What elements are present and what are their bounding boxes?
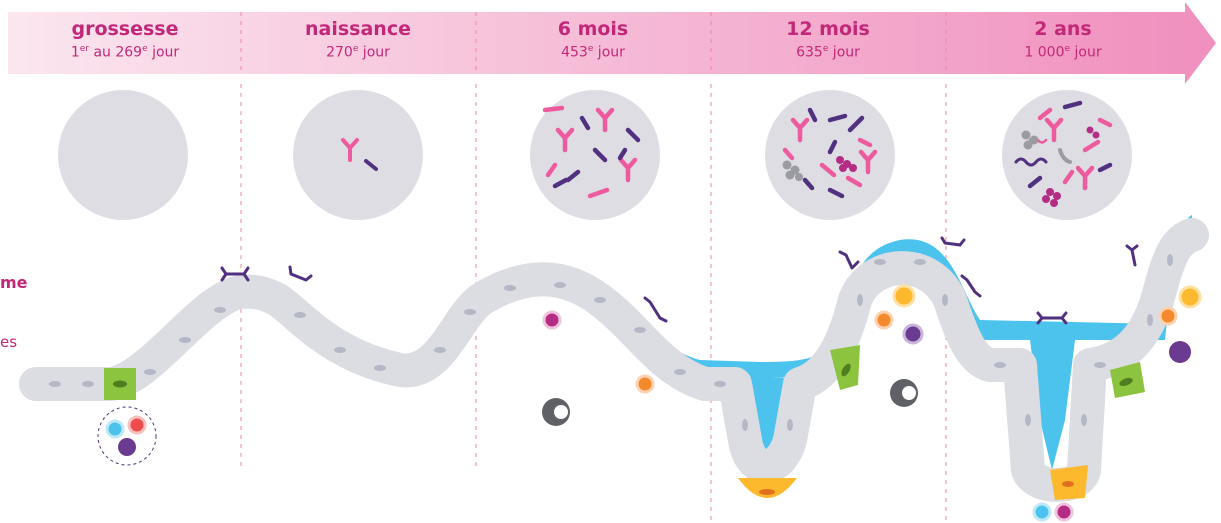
immune-cell-icon (107, 421, 123, 437)
stage-separators (241, 12, 946, 520)
stage-day: 453e jour (476, 40, 710, 62)
immune-cell-icon (1034, 504, 1050, 520)
stage-grossesse: grossesse 1er au 269e jour (8, 18, 242, 62)
stage-title: 12 mois (711, 18, 945, 40)
stage-day: 1 000e jour (946, 40, 1180, 62)
immune-cell-icon (544, 312, 560, 328)
immune-cell-icon (1056, 504, 1072, 520)
side-text-fragment-2: es (0, 333, 17, 351)
paneth-cell (738, 478, 797, 498)
stage-title: grossesse (8, 18, 242, 40)
dendritic-cell-icon (118, 438, 136, 456)
stage-naissance: naissance 270e jour (241, 18, 475, 62)
immune-cell-icon (129, 417, 145, 433)
stage-2ans: 2 ans 1 000e jour (946, 18, 1180, 62)
stage-6mois: 6 mois 453e jour (476, 18, 710, 62)
immune-cell-icon (894, 286, 914, 306)
dendritic-cell-icon (1169, 341, 1191, 363)
microbiota-circle-grossesse (58, 90, 188, 220)
microbiota-circle-2ans (1002, 90, 1132, 220)
immune-cell-group (98, 407, 156, 465)
immune-cell-icon (876, 312, 892, 328)
side-text-fragment-1: me (0, 273, 28, 292)
microbiota-circles (58, 90, 1132, 220)
stage-title: 2 ans (946, 18, 1180, 40)
antibody-icons (222, 238, 1137, 323)
immune-cell-icon (1160, 308, 1176, 324)
stage-day: 635e jour (711, 40, 945, 62)
immune-cell-icon (1180, 287, 1200, 307)
antibody-icon (290, 267, 311, 280)
antibody-icon (645, 298, 666, 321)
microbiota-circle-naissance (293, 90, 423, 220)
immune-cell-icon (904, 325, 922, 343)
stage-day: 1er au 269e jour (8, 40, 242, 62)
antibody-icon (1127, 246, 1137, 265)
cell-nuclei (49, 254, 1173, 431)
immune-cell-icon (637, 376, 653, 392)
microbiota-circle-12mois (765, 90, 895, 220)
stage-day: 270e jour (241, 40, 475, 62)
antibody-icon (942, 238, 964, 245)
stage-title: 6 mois (476, 18, 710, 40)
epithelium-band (36, 235, 1192, 485)
stage-12mois: 12 mois 635e jour (711, 18, 945, 62)
stage-title: naissance (241, 18, 475, 40)
antibody-icon (840, 252, 858, 268)
